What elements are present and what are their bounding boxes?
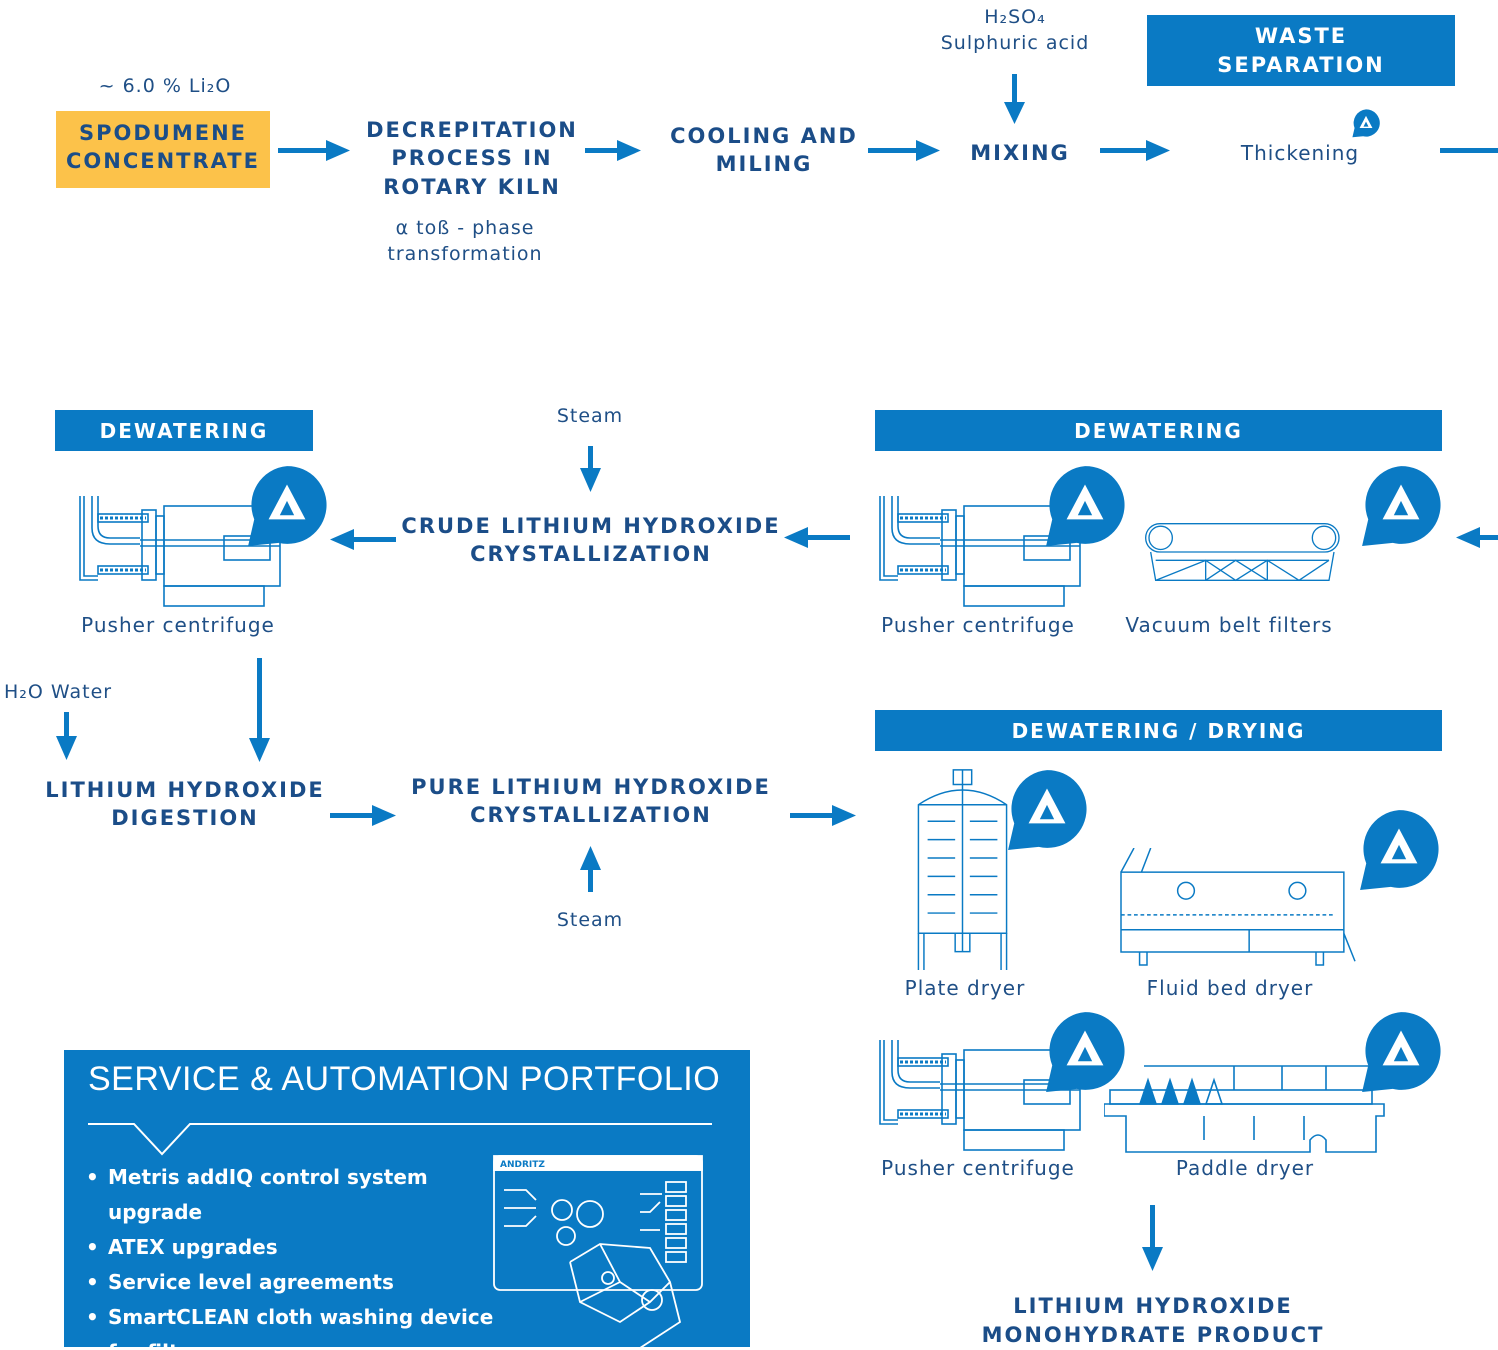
- automation-screen-icon: ANDRITZ: [493, 1155, 703, 1347]
- service-portfolio-panel: SERVICE & AUTOMATION PORTFOLIO Metris ad…: [64, 1050, 750, 1347]
- mixing-step: MIXING: [970, 141, 1070, 165]
- andritz-badge-icon: [244, 462, 330, 548]
- andritz-badge-icon: [1356, 806, 1442, 892]
- service-title: SERVICE & AUTOMATION PORTFOLIO: [88, 1060, 721, 1098]
- spodumene-box: [56, 111, 270, 188]
- plate-dryer-icon: [905, 768, 1020, 970]
- andritz-badge-icon: [1358, 1008, 1444, 1094]
- water-label: H₂O Water: [4, 681, 113, 703]
- paddle-dryer-label: Paddle dryer: [1175, 1156, 1315, 1180]
- service-list: Metris addIQ control system upgrade ATEX…: [84, 1160, 528, 1347]
- service-divider: [88, 1123, 712, 1156]
- plate-dryer-label: Plate dryer: [904, 976, 1026, 1000]
- steam-bottom: Steam: [556, 909, 624, 931]
- andritz-badge-icon: [1351, 108, 1381, 138]
- dewatering-right-banner: DEWATERING: [875, 410, 1442, 451]
- pusher-bottom-label: Pusher centrifuge: [881, 1156, 1075, 1180]
- list-item: Service level agreements: [84, 1265, 498, 1300]
- drying-banner: DEWATERING / DRYING: [875, 710, 1442, 751]
- acid-formula: H₂SO₄: [984, 6, 1046, 28]
- pusher-right-label: Pusher centrifuge: [881, 613, 1075, 637]
- thickening-label: Thickening: [1240, 141, 1360, 165]
- fluid-bed-label: Fluid bed dryer: [1146, 976, 1314, 1000]
- list-item: ATEX upgrades: [84, 1230, 498, 1265]
- pusher-left-label: Pusher centrifuge: [81, 613, 275, 637]
- dewatering-left-banner: DEWATERING: [55, 410, 313, 451]
- steam-top: Steam: [556, 405, 624, 427]
- acid-name: Sulphuric acid: [940, 32, 1090, 54]
- ore-grade: ~ 6.0 % Li₂O: [98, 75, 232, 97]
- paddle-dryer-icon: [1104, 1060, 1394, 1170]
- fluid-bed-dryer-icon: [1108, 848, 1368, 978]
- andritz-badge-icon: [1004, 766, 1090, 852]
- andritz-badge-icon: [1042, 462, 1128, 548]
- list-item: Metris addIQ control system upgrade: [84, 1160, 498, 1230]
- andritz-badge-icon: [1358, 462, 1444, 548]
- vacuum-belt-filter-icon: [1124, 522, 1364, 622]
- vacuum-label: Vacuum belt filters: [1125, 613, 1333, 637]
- list-item: SmartCLEAN cloth washing device for filt…: [84, 1300, 528, 1347]
- screen-brand: ANDRITZ: [500, 1160, 545, 1170]
